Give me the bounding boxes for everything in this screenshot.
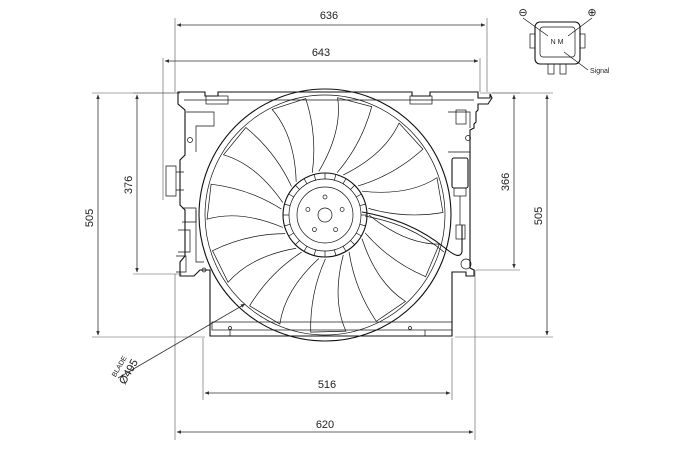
hub-bolt [322, 194, 328, 200]
plus-terminal-icon: ⊕ [587, 7, 596, 19]
fan-blade [212, 233, 297, 283]
dim-left-outer: 505 [84, 209, 96, 227]
hub-rib [295, 240, 300, 245]
hub-bolt [312, 227, 317, 232]
hub-rib [313, 174, 317, 181]
hub-rib [356, 232, 362, 237]
dim-bottom-outer: 620 [316, 419, 334, 431]
fan-hub [282, 172, 368, 258]
dimension-lines [92, 18, 553, 440]
signal-label: Signal [590, 68, 610, 75]
fan-blade [206, 183, 283, 228]
minus-terminal-icon: ⊖ [518, 7, 527, 19]
hub-bolts [305, 194, 345, 232]
hub-rib [333, 174, 337, 181]
fan-blade [348, 238, 407, 322]
dim-left-inner: 376 [123, 176, 135, 194]
hub-rib [342, 178, 347, 184]
hub-rib [295, 185, 300, 190]
hub-rib [356, 193, 362, 198]
fan-shroud [165, 91, 493, 337]
dimension-labels: 636 643 505 376 366 505 516 620 BLADE Ø4… [84, 10, 545, 431]
hub-bolt [333, 227, 338, 232]
fan-blade [318, 97, 373, 173]
dim-right-inner: 366 [500, 173, 512, 191]
fan-blade [310, 254, 347, 333]
hub-rib [350, 240, 355, 245]
hub-rib [284, 203, 291, 207]
fan-ring [198, 88, 452, 342]
fan-blade [222, 126, 292, 203]
hub-rib [288, 193, 294, 198]
dim-right-outer: 505 [533, 207, 545, 225]
hub-rib [303, 178, 308, 184]
hub-rib [284, 223, 291, 227]
connector-pin-labels: N M [551, 39, 564, 46]
hub-rib [350, 185, 355, 190]
fan-blade [249, 251, 319, 325]
fan-blade [271, 98, 315, 182]
hub-rib [288, 232, 294, 237]
wiring-harness [361, 151, 472, 270]
fan-blade [364, 214, 440, 278]
hub-rib [359, 203, 366, 207]
hub-rib [333, 249, 337, 256]
hub-bolt [339, 207, 345, 212]
connector-pinout-diagram: N M ⊖ ⊕ Signal [518, 7, 610, 75]
hub-rib [342, 246, 347, 252]
hub-rib [313, 249, 317, 256]
dim-top-inner: 643 [312, 47, 330, 59]
fan-blade [343, 122, 424, 187]
dim-bottom-inner: 516 [318, 379, 336, 391]
hub-rib [359, 223, 366, 227]
hub-bolt [305, 207, 311, 212]
hub-rib [303, 246, 308, 252]
hub-ribs [283, 173, 367, 257]
fan-blades [206, 97, 444, 333]
dim-top-outer: 636 [320, 10, 338, 22]
fan-blade [361, 177, 444, 216]
